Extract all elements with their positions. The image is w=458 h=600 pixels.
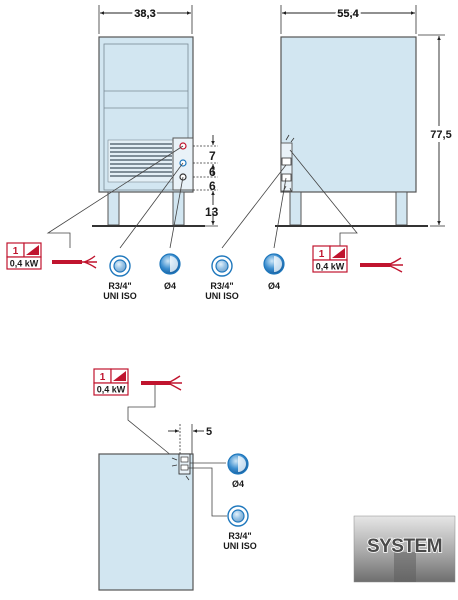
system-logo: SYSTEM: [353, 515, 456, 583]
dim-13: 13: [205, 205, 219, 219]
water-inlet-top-line2: UNI ISO: [223, 541, 257, 551]
power-top-label: 0,4 kW: [97, 385, 126, 395]
logo-text: SYSTEM: [367, 536, 442, 557]
water-inlet-top-line1: R3/4": [228, 531, 251, 541]
power-side-label: 0,4 kW: [316, 262, 345, 272]
electrical-spec-front: 1 0,4 kW: [6, 242, 97, 270]
power-label: 0,4 kW: [10, 259, 39, 269]
vent-grille: [107, 139, 175, 183]
water-inlet-line1: R3/4": [108, 281, 131, 291]
drain-label: Ø4: [164, 281, 176, 291]
dim-6a: 6: [209, 165, 216, 179]
front-width-label: 38,3: [134, 8, 155, 20]
top-view: 1 0,4 kW 5: [93, 368, 227, 591]
side-width-label: 55,4: [337, 8, 359, 20]
connectors-front: R3/4" UNI ISO Ø4: [103, 253, 181, 301]
height-label: 77,5: [430, 129, 451, 141]
phase-top-label: 1: [100, 372, 106, 383]
power-cable-side-icon: [387, 257, 403, 273]
water-inlet-line2: UNI ISO: [103, 291, 137, 301]
front-view: 38,3 38,3: [46, 5, 219, 249]
water-inlet-side-line1: R3/4": [210, 281, 233, 291]
phase-side-label: 1: [319, 249, 325, 260]
drain-side-label: Ø4: [268, 281, 280, 291]
dim-6b: 6: [209, 179, 216, 193]
power-cable-icon: [52, 255, 97, 269]
electrical-spec-top: 1 0,4 kW: [93, 368, 182, 396]
dim-7: 7: [209, 149, 216, 163]
power-cable-top-icon: [167, 375, 182, 391]
electrical-spec-side: 1 0,4 kW: [312, 245, 403, 273]
phase-label: 1: [13, 246, 19, 257]
dim-5: 5: [206, 426, 212, 438]
water-inlet-side-line2: UNI ISO: [205, 291, 239, 301]
connectors-top: Ø4 R3/4" UNI ISO: [223, 453, 257, 551]
drain-top-label: Ø4: [232, 479, 244, 489]
side-width-label-fill: 55,4: [337, 8, 359, 20]
connectors-side: R3/4" UNI ISO Ø4: [205, 253, 285, 301]
front-width-label-fill: 38,3: [134, 8, 155, 20]
side-view: 55,4 55,4 77,5: [221, 5, 454, 249]
